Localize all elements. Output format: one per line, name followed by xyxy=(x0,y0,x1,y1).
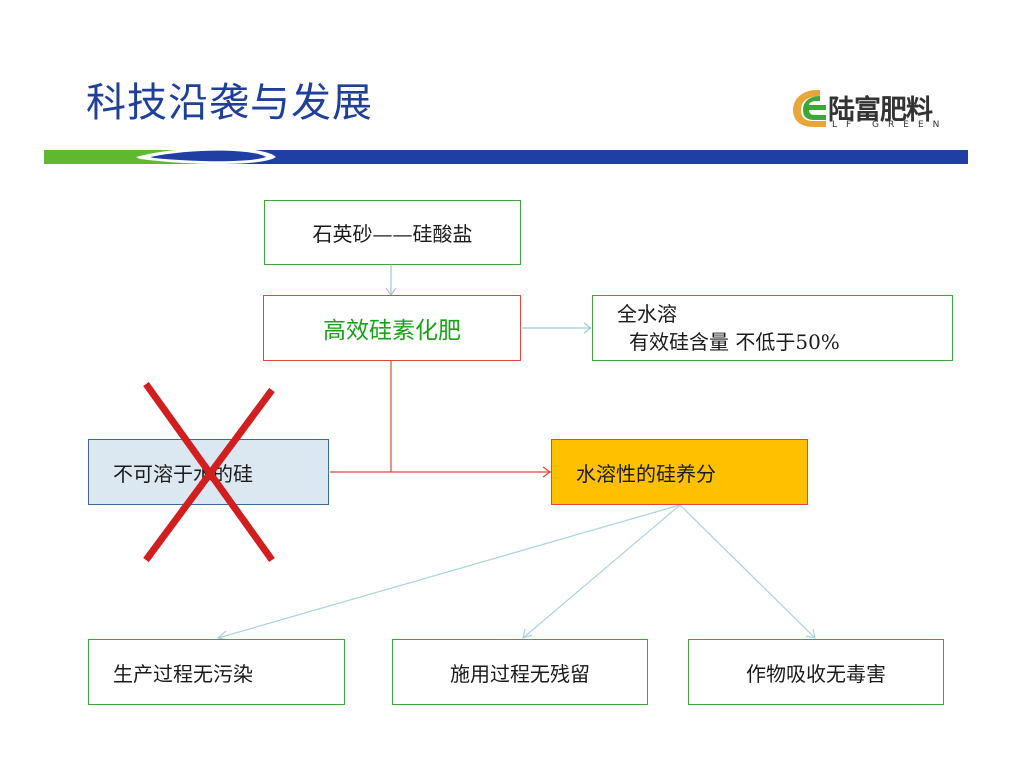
quartz-node: 石英砂——硅酸盐 xyxy=(264,200,521,265)
properties-node: 全水溶 有效硅含量 不低于50% xyxy=(592,295,953,361)
fertilizer-node: 高效硅素化肥 xyxy=(263,295,521,361)
benefit-node-3: 作物吸收无毒害 xyxy=(688,639,944,705)
benefit-node-2: 施用过程无残留 xyxy=(392,639,648,705)
benefit-node-1: 生产过程无污染 xyxy=(88,639,345,705)
logo-subtitle: LF GREEN xyxy=(832,120,949,130)
cross-icon xyxy=(143,381,275,563)
fertilizer-label: 高效硅素化肥 xyxy=(323,318,461,344)
properties-line-2: 有效硅含量 不低于50% xyxy=(629,330,840,354)
page-title: 科技沿袭与发展 xyxy=(86,80,373,126)
benefit-label-2: 施用过程无残留 xyxy=(450,661,590,686)
benefit-label-3: 作物吸收无毒害 xyxy=(746,661,886,686)
properties-line-1: 全水溶 xyxy=(617,302,677,326)
header-bar xyxy=(44,147,968,165)
leaf-logo-icon xyxy=(793,89,826,127)
quartz-label: 石英砂——硅酸盐 xyxy=(312,222,473,246)
soluble-node: 水溶性的硅养分 xyxy=(551,439,808,505)
logo-name: 陆富肥料 xyxy=(828,95,933,126)
benefit-label-1: 生产过程无污染 xyxy=(113,661,253,686)
insoluble-label: 不可溶于水的硅 xyxy=(113,461,253,486)
soluble-label: 水溶性的硅养分 xyxy=(576,461,716,486)
company-logo: 陆富肥料 LF GREEN xyxy=(790,86,962,134)
